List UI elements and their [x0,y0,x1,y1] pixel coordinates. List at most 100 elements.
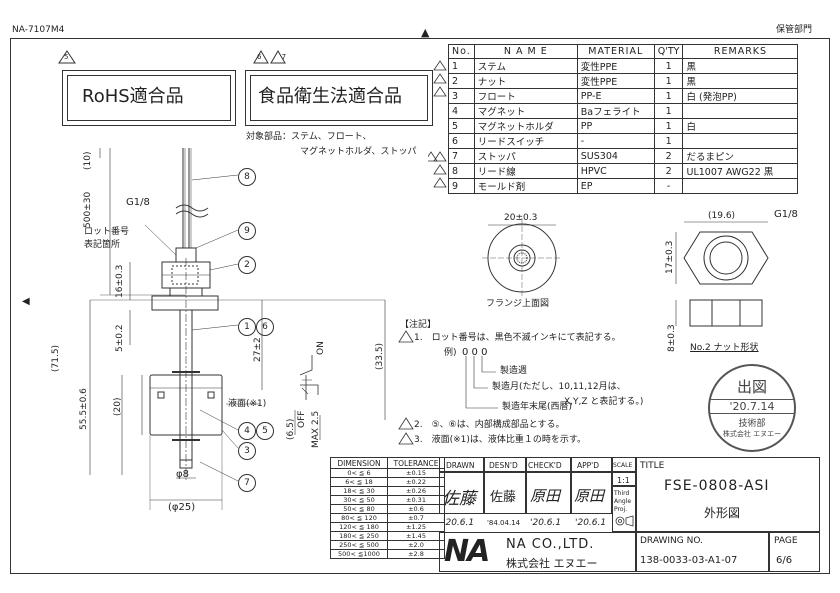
tol-dim: 500< ≦1000 [330,549,388,559]
dim-g18: G1/8 [126,197,150,208]
approved-date: '20.6.1 [575,518,607,528]
checked-signature: 原田 [530,487,561,505]
rohs-inner-box [67,75,231,121]
header-material: MATERIAL [576,43,655,60]
drawing-no: 138-0033-03-A1-07 [640,555,738,566]
note-revision-icons [398,330,414,445]
designed-signature: 佐藤 [490,490,517,505]
tol-dim: 180< ≦ 250 [330,531,388,541]
table-row: 120< ≦ 180±1.25 [330,522,445,532]
balloon-1: 1 [238,318,256,336]
dim-20: (20) [113,397,123,416]
dim-hex-19-6: (19.6) [708,211,736,221]
food-hygiene-inner-box [250,75,428,121]
lot-no-label-1: ロット番号 [84,227,130,237]
dim-hex-g18: G1/8 [774,209,798,220]
tol-value: ±2.0 [387,540,445,550]
balloon-9: 9 [238,222,256,240]
balloon-5: 5 [256,422,274,440]
balloon-4: 4 [238,422,256,440]
dim-nut-8: 8±0.3 [667,324,677,352]
tol-value: ±0.31 [387,495,445,505]
tol-header-dim: DIMENSION [330,457,388,469]
note-month: 製造月(ただし、10,11,12月は、 [492,382,626,392]
switch-on-label: ON [316,341,326,355]
tol-dim: 50< ≦ 80 [330,504,388,514]
tol-dim: 30< ≦ 50 [330,495,388,505]
model-title: FSE-0808-ASI [664,478,770,494]
table-row: 500< ≦1000±2.8 [330,549,445,559]
dim-27: 27±2 [253,337,263,362]
tol-dim: 80< ≦ 120 [330,513,388,523]
tol-value: ±0.22 [387,477,445,487]
food-hygiene-box [245,70,433,126]
table-row: 30< ≦ 50±0.31 [330,495,445,505]
tol-value: ±0.26 [387,486,445,496]
company-logo: NA [444,534,490,569]
table-row: 18< ≦ 30±0.26 [330,486,445,496]
designed-date: '84.04.14 [487,519,521,527]
tol-dim: 250< ≦ 500 [330,540,388,550]
cell-remarks [682,178,799,195]
drawn-signature: 佐藤 [442,489,476,509]
tol-dim: 0< ≦ 6 [330,468,388,478]
dim-33-5: (33.5) [375,342,385,370]
stamp-top: 出図 [736,378,767,396]
revision-triangle-icon [58,50,76,64]
center-mark-top: ▲ [421,26,430,39]
dim-71-5: (71.5) [51,344,61,372]
dim-hex-17: 17±0.3 [665,240,675,274]
food-hygiene-text: 食品衛生法適合品 [258,86,402,107]
rohs-text: RoHS適合品 [82,86,184,107]
header-name: N A M E [473,43,578,60]
center-mark-left: ◀ [22,296,30,307]
third-label: Third [614,490,630,497]
dim-phi8: φ8 [176,469,189,480]
dim-flange-20: 20±0.3 [504,213,538,223]
drawn-label: DRAWN [446,461,475,470]
tol-value: ±0.15 [387,468,445,478]
tol-value: ±1.25 [387,522,445,532]
table-row: 80< ≦ 120±0.7 [330,513,445,523]
stamp-dept: 技術部 [738,419,766,429]
note-example: 例) [444,348,457,358]
drawing-frame [10,38,830,574]
notes-title: 【注記】 [400,320,437,330]
cell-material: EP [576,178,655,195]
table-row: 50< ≦ 80±0.6 [330,504,445,514]
revision-mark: 6 7 [257,53,296,61]
balloon-7: 7 [238,474,256,492]
scale-label: SCALE [613,462,633,469]
note-3: 3. 液面(※1)は、液体比重１の時を示す。 [414,435,586,445]
balloon-6: 6 [256,318,274,336]
dim-16: 16±0.3 [115,264,125,298]
proj-label: Proj. [614,506,628,513]
table-row: 180< ≦ 250±1.45 [330,531,445,541]
designed-label: DESN'D [489,461,518,470]
drawn-date: '20.6.1 [443,518,475,528]
balloon-8: 8 [238,168,256,186]
approved-label: APP'D [577,461,600,470]
note-example-code: 0 0 0 [462,347,488,358]
table-row: 0< ≦ 6±0.15 [330,468,445,478]
stamp-date: '20.7.14 [710,399,794,414]
page-label: PAGE [774,536,798,546]
dim-max-2-5: MAX 2.5 [311,410,321,448]
switch-off-label: OFF [297,410,307,428]
title-label: TITLE [640,461,665,471]
dim-6-5: (6.5) [286,418,296,440]
dim-phi25: (φ25) [168,502,196,513]
revision-triangles-column [428,60,447,188]
table-row: 250< ≦ 500±2.0 [330,540,445,550]
tol-value: ±1.45 [387,531,445,541]
rohs-box [62,70,236,126]
drawing-no-label: DRAWING NO. [640,536,703,546]
tol-dim: 18< ≦ 30 [330,486,388,496]
